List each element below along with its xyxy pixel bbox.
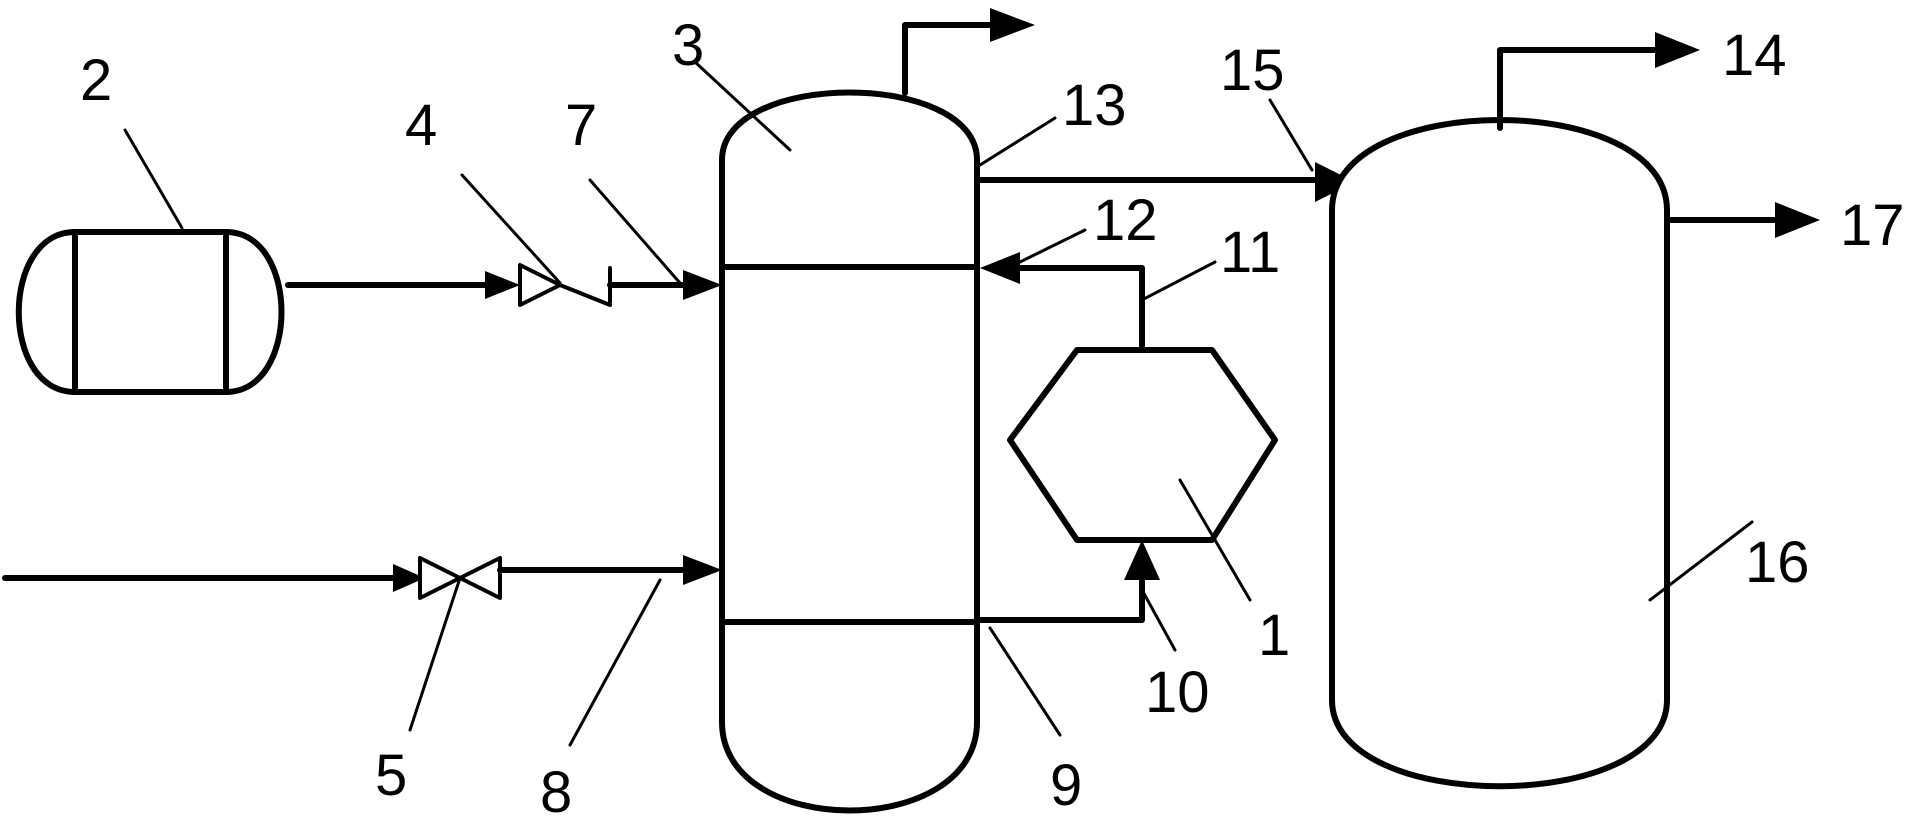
label-16: 16 xyxy=(1745,530,1810,595)
arrow-into-valve-4 xyxy=(485,271,520,299)
horizontal-drum-2 xyxy=(15,229,285,395)
pipe-column-overhead xyxy=(902,22,1003,96)
gate-valve-5 xyxy=(418,556,502,600)
pipe-stream-9-10 xyxy=(974,567,1145,623)
label-2: 2 xyxy=(80,48,112,113)
pipe-stream-14 xyxy=(1497,47,1668,131)
label-9: 9 xyxy=(1050,753,1082,818)
label-4: 4 xyxy=(405,93,437,158)
arrow-stream-8 xyxy=(683,555,722,585)
label-14: 14 xyxy=(1722,23,1787,88)
arrow-stream-17 xyxy=(1775,202,1820,238)
label-7: 7 xyxy=(565,93,597,158)
labels: 1 2 3 4 5 7 8 9 10 11 12 13 14 15 16 17 xyxy=(80,13,1905,818)
arrow-into-valve-5 xyxy=(393,564,425,592)
reboiler-1 xyxy=(1007,347,1278,543)
column-3 xyxy=(719,89,980,814)
label-13: 13 xyxy=(1062,73,1127,138)
label-3: 3 xyxy=(672,13,704,78)
arrow-column-overhead xyxy=(990,8,1035,42)
label-1: 1 xyxy=(1258,603,1290,668)
arrow-stream-12 xyxy=(980,252,1020,284)
label-12: 12 xyxy=(1093,188,1158,253)
leader-lines xyxy=(123,60,1754,747)
arrow-stream-14 xyxy=(1655,32,1700,68)
arrow-stream-10 xyxy=(1124,540,1160,580)
pipe-stream-11-12 xyxy=(997,265,1145,353)
arrow-stream-7 xyxy=(683,270,722,300)
check-valve-4 xyxy=(518,263,612,307)
label-5: 5 xyxy=(375,743,407,808)
label-11: 11 xyxy=(1220,220,1280,285)
arrow-into-vessel-16 xyxy=(1315,162,1355,202)
label-15: 15 xyxy=(1220,38,1285,103)
vessel-16 xyxy=(1329,117,1670,790)
label-17: 17 xyxy=(1840,193,1905,258)
label-8: 8 xyxy=(540,760,572,818)
label-10: 10 xyxy=(1145,660,1210,725)
